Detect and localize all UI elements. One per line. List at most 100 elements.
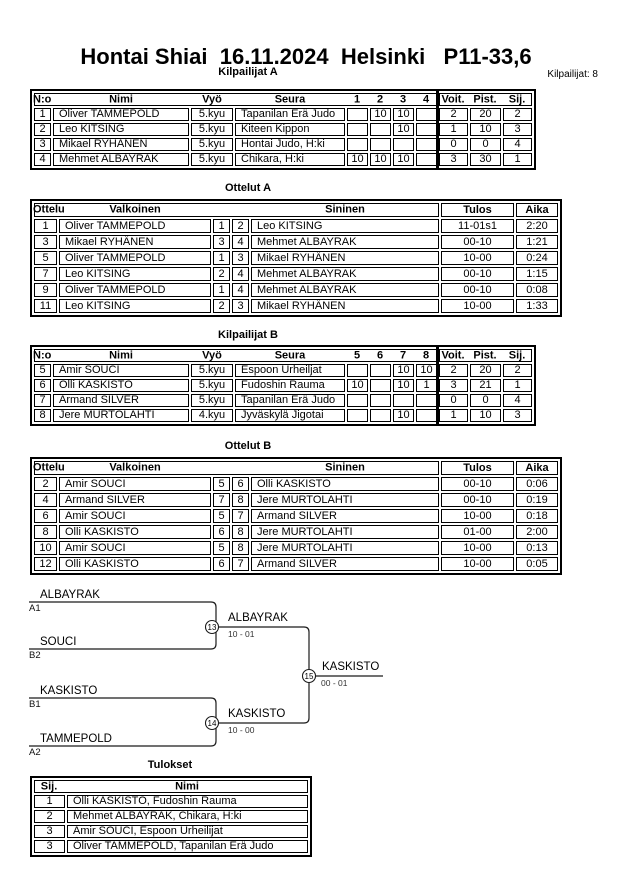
round-cell (347, 364, 368, 377)
round-cell: 10 (393, 123, 414, 136)
name-cell: Olli KASKISTO (53, 379, 189, 392)
match-no-cell: 2 (34, 477, 57, 491)
competitors-count: Kilpailijat: 8 (547, 69, 598, 80)
results-header-row: Sij. Nimi (34, 780, 308, 793)
name-cell: Olli KASKISTO, Fudoshin Rauma (67, 795, 308, 808)
col-r3: 7 (399, 349, 407, 361)
points-cell: 20 (470, 364, 501, 377)
place-cell: 4 (503, 394, 532, 407)
match-14-number: 14 (208, 719, 217, 728)
blue-cell: Mehmet ALBAYRAK (251, 283, 439, 297)
name-cell: Mehmet ALBAYRAK (53, 153, 189, 166)
time-cell: 0:19 (516, 493, 558, 507)
round-cell: 10 (370, 153, 391, 166)
col-time: Aika (516, 461, 558, 475)
club-cell: Hontai Judo, H:ki (235, 138, 345, 151)
col-club: Seura (274, 349, 306, 361)
pool-a-thick-divider (436, 90, 439, 169)
belt-cell: 5.kyu (191, 123, 233, 136)
results-header: Sij. Nimi (34, 780, 308, 793)
blue-cell: Jere MURTOLAHTI (251, 493, 439, 507)
name-cell: Jere MURTOLAHTI (53, 409, 189, 422)
match-no-cell: 10 (34, 541, 57, 555)
belt-cell: 5.kyu (191, 364, 233, 377)
round-cell (416, 394, 437, 407)
matches-b-header-row: Ottelu Valkoinen Sininen Tulos Aika (33, 461, 558, 475)
match-no-cell: 8 (34, 525, 57, 539)
blue-no-cell: 3 (232, 299, 249, 313)
blue-no-cell: 6 (232, 477, 249, 491)
matches-b-heading: Ottelut B (224, 440, 272, 452)
result-cell: 01-00 (441, 525, 514, 539)
round-cell: 1 (416, 379, 437, 392)
round-cell (347, 108, 368, 121)
col-r1: 5 (353, 349, 361, 361)
no-cell: 2 (34, 123, 51, 136)
round-cell (416, 123, 437, 136)
blue-cell: Jere MURTOLAHTI (251, 541, 439, 555)
round-cell: 10 (347, 379, 368, 392)
results-heading: Tulokset (147, 759, 193, 771)
round-cell (370, 123, 391, 136)
no-cell: 3 (34, 138, 51, 151)
blue-no-cell: 7 (232, 509, 249, 523)
time-cell: 2:00 (516, 525, 558, 539)
result-cell: 00-10 (441, 493, 514, 507)
place-cell: 1 (503, 153, 532, 166)
place-cell: 3 (503, 123, 532, 136)
name-cell: Mehmet ALBAYRAK, Chikara, H:ki (67, 810, 308, 823)
name-cell: Oliver TAMMEPOLD, Tapanilan Erä Judo (67, 840, 308, 853)
pool-b-thick-divider (436, 346, 439, 425)
col-r4: 8 (422, 349, 430, 361)
round-cell (370, 394, 391, 407)
result-cell: 11-01s1 (441, 219, 514, 233)
semi2-bottom-name: TAMMEPOLD (40, 733, 112, 745)
blue-cell: Mehmet ALBAYRAK (251, 235, 439, 249)
white-no-cell: 1 (213, 251, 230, 265)
result-cell: 10-00 (441, 509, 514, 523)
blue-cell: Mikael RYHÄNEN (251, 299, 439, 313)
white-no-cell: 7 (213, 493, 230, 507)
place-cell: 2 (34, 810, 65, 823)
white-cell: Amir SOUCI (59, 509, 211, 523)
no-cell: 7 (34, 394, 51, 407)
semi1-score: 10 - 01 (228, 629, 255, 639)
place-cell: 4 (503, 138, 532, 151)
white-cell: Olli KASKISTO (59, 557, 211, 571)
col-white: Valkoinen (109, 203, 161, 216)
col-place: Sij. (508, 93, 526, 105)
white-no-cell: 1 (213, 219, 230, 233)
match-no-cell: 3 (34, 235, 57, 249)
round-cell: 10 (370, 108, 391, 121)
white-no-cell: 6 (213, 557, 230, 571)
white-no-cell: 1 (213, 283, 230, 297)
white-cell: Leo KITSING (59, 299, 211, 313)
match-no-cell: 4 (34, 493, 57, 507)
col-name: Nimi (175, 780, 199, 792)
round-cell (416, 108, 437, 121)
no-cell: 4 (34, 153, 51, 166)
place-cell: 3 (34, 840, 65, 853)
col-blue: Sininen (325, 461, 365, 474)
time-cell: 0:18 (516, 509, 558, 523)
semi2-score: 10 - 00 (228, 725, 255, 735)
no-cell: 1 (34, 108, 51, 121)
name-cell: Amir SOUCI (53, 364, 189, 377)
belt-cell: 5.kyu (191, 138, 233, 151)
club-cell: Espoon Urheiljat (235, 364, 345, 377)
name-cell: Amir SOUCI, Espoon Urheilijat (67, 825, 308, 838)
col-points: Pist. (473, 349, 497, 361)
final-bracket: 13 14 15 ALBAYRAK A1 SOUCI B2 KASKISTO B… (29, 589, 383, 758)
pool-a-header-left: N:o Nimi Vyö Seura 1 2 3 4 (33, 93, 437, 106)
col-r4: 4 (422, 93, 430, 105)
